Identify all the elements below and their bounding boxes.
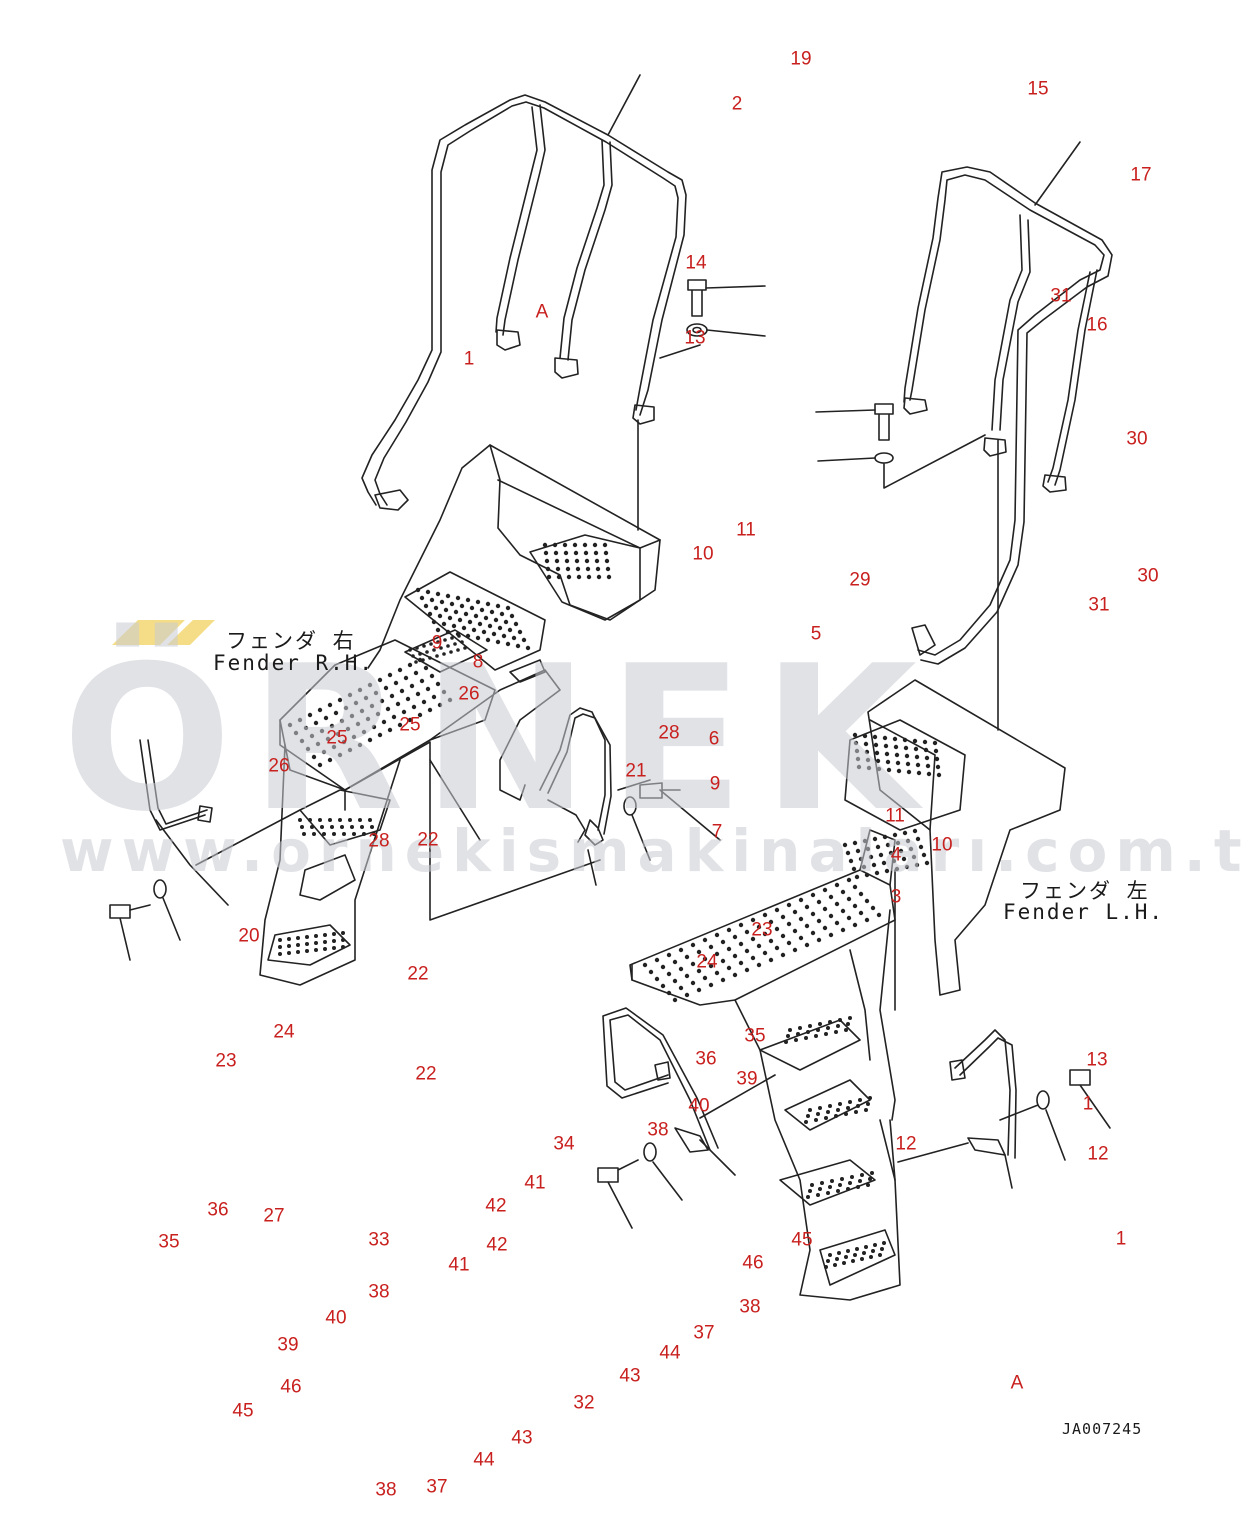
callout-39: 39 bbox=[736, 1068, 758, 1090]
callout-38: 38 bbox=[368, 1281, 390, 1303]
fender-lh-label-jp: フェンダ 左 bbox=[1020, 879, 1150, 903]
callout-1: 1 bbox=[1115, 1228, 1127, 1250]
callout-30: 30 bbox=[1126, 428, 1148, 450]
callout-44: 44 bbox=[659, 1342, 681, 1364]
callout-5: 5 bbox=[810, 623, 822, 645]
callout-38: 38 bbox=[739, 1296, 761, 1318]
callout-40: 40 bbox=[688, 1095, 710, 1117]
callout-31: 31 bbox=[1050, 285, 1072, 307]
callout-13: 13 bbox=[1086, 1049, 1108, 1071]
callout-43: 43 bbox=[619, 1365, 641, 1387]
callout-45: 45 bbox=[791, 1229, 813, 1251]
callout-36: 36 bbox=[695, 1048, 717, 1070]
callout-39: 39 bbox=[277, 1334, 299, 1356]
callout-32: 32 bbox=[573, 1392, 595, 1414]
callout-36: 36 bbox=[207, 1199, 229, 1221]
callout-25: 25 bbox=[399, 714, 421, 736]
callout-24: 24 bbox=[273, 1021, 295, 1043]
callout-10: 10 bbox=[692, 543, 714, 565]
callout-8: 8 bbox=[472, 651, 484, 673]
callout-30: 30 bbox=[1137, 565, 1159, 587]
callout-46: 46 bbox=[280, 1376, 302, 1398]
callout-38: 38 bbox=[647, 1119, 669, 1141]
callout-9: 9 bbox=[431, 632, 443, 654]
fender-rh bbox=[259, 444, 661, 986]
callout-38: 38 bbox=[375, 1479, 397, 1501]
callout-16: 16 bbox=[1086, 314, 1108, 336]
fender-lh bbox=[629, 679, 1066, 1301]
callout-33: 33 bbox=[368, 1229, 390, 1251]
callout-A: A bbox=[1010, 1372, 1024, 1394]
callout-2: 2 bbox=[731, 93, 743, 115]
callout-35: 35 bbox=[158, 1231, 180, 1253]
grab-handle-lh bbox=[597, 1007, 776, 1229]
callout-41: 41 bbox=[448, 1254, 470, 1276]
callout-23: 23 bbox=[215, 1050, 237, 1072]
bolt-and-washer-upper-rh bbox=[637, 279, 766, 531]
callout-6: 6 bbox=[708, 728, 720, 750]
callout-11: 11 bbox=[885, 805, 905, 827]
callout-23: 23 bbox=[751, 919, 773, 941]
fender-rh-label-jp: フェンダ 右 bbox=[226, 629, 356, 653]
grab-handle-rh-lower bbox=[109, 739, 301, 961]
callout-42: 42 bbox=[486, 1234, 508, 1256]
callout-7: 7 bbox=[711, 821, 723, 843]
callout-35: 35 bbox=[744, 1025, 766, 1047]
grab-handle-rh bbox=[429, 707, 721, 921]
watermark-brand: ÖRNEK bbox=[62, 623, 936, 856]
watermark-accent bbox=[112, 620, 215, 645]
callout-45: 45 bbox=[232, 1400, 254, 1422]
callout-28: 28 bbox=[368, 830, 390, 852]
callout-12: 12 bbox=[895, 1133, 917, 1155]
callout-37: 37 bbox=[693, 1322, 715, 1344]
handrail-lh bbox=[903, 141, 1113, 731]
callout-44: 44 bbox=[473, 1449, 495, 1471]
callout-13: 13 bbox=[684, 327, 706, 349]
callout-42: 42 bbox=[485, 1195, 507, 1217]
callout-12: 12 bbox=[1087, 1143, 1109, 1165]
callout-27: 27 bbox=[263, 1205, 285, 1227]
callout-24: 24 bbox=[696, 951, 718, 973]
callout-43: 43 bbox=[511, 1427, 533, 1449]
drawing-code: JA007245 bbox=[1062, 1420, 1143, 1438]
perforation-pattern-lh bbox=[642, 732, 942, 1269]
callout-25: 25 bbox=[326, 727, 348, 749]
callout-22: 22 bbox=[407, 963, 429, 985]
fender-rh-label-en: Fender R.H. bbox=[213, 651, 375, 675]
callout-46: 46 bbox=[742, 1252, 764, 1274]
callout-28: 28 bbox=[658, 722, 680, 744]
callout-22: 22 bbox=[415, 1063, 437, 1085]
handrail-rh bbox=[361, 74, 687, 511]
callout-1: 1 bbox=[1082, 1093, 1094, 1115]
callout-41: 41 bbox=[524, 1172, 546, 1194]
callout-17: 17 bbox=[1130, 164, 1152, 186]
callout-9: 9 bbox=[709, 773, 721, 795]
callout-4: 4 bbox=[890, 844, 902, 866]
callout-10: 10 bbox=[931, 834, 953, 856]
callout-19: 19 bbox=[790, 48, 812, 70]
perforation-pattern-rh bbox=[278, 542, 612, 956]
watermark-url: www.ornekismakinaları.com.tr bbox=[60, 817, 1243, 885]
callout-14: 14 bbox=[685, 252, 707, 274]
callout-15: 15 bbox=[1027, 78, 1049, 100]
grab-handle-lh-lower bbox=[897, 1029, 1111, 1189]
fender-lh-label-en: Fender L.H. bbox=[1003, 900, 1165, 924]
callout-1: 1 bbox=[463, 348, 475, 370]
callout-37: 37 bbox=[426, 1476, 448, 1498]
callout-34: 34 bbox=[553, 1133, 575, 1155]
callout-21: 21 bbox=[625, 760, 647, 782]
callout-26: 26 bbox=[458, 683, 480, 705]
callout-31: 31 bbox=[1088, 594, 1110, 616]
callout-20: 20 bbox=[238, 925, 260, 947]
callout-A: A bbox=[535, 301, 549, 323]
bolt-and-washer-upper-lh bbox=[815, 403, 986, 489]
callout-3: 3 bbox=[890, 886, 902, 908]
callout-29: 29 bbox=[849, 569, 871, 591]
callout-22: 22 bbox=[417, 829, 439, 851]
callout-26: 26 bbox=[268, 755, 290, 777]
callout-11: 11 bbox=[736, 519, 756, 541]
callout-40: 40 bbox=[325, 1307, 347, 1329]
